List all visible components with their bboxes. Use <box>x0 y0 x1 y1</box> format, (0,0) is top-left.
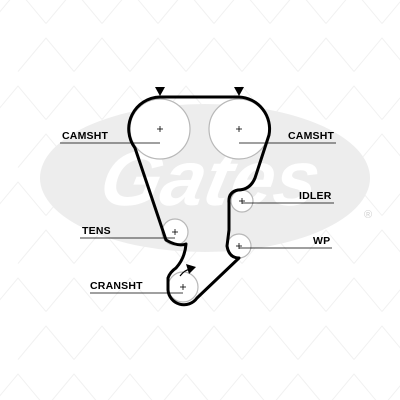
watermark-ellipse <box>40 104 370 252</box>
background-triangle <box>101 277 159 312</box>
watermark-brand-text: Gates <box>93 135 328 222</box>
background-triangle <box>17 229 75 264</box>
background-triangle <box>163 373 209 400</box>
background-triangle <box>241 37 299 72</box>
background-triangle <box>381 97 400 120</box>
label-crankshaft: CRANSHT <box>90 280 143 292</box>
background-triangle <box>17 325 75 360</box>
timing-belt <box>127 95 272 307</box>
background-triangle <box>185 37 243 72</box>
background-triangle <box>325 85 383 120</box>
background-triangle <box>51 373 97 400</box>
leader-lines <box>60 142 336 294</box>
label-camshaft-left: CAMSHT <box>62 130 108 142</box>
background-triangle <box>157 0 215 24</box>
background-triangle <box>0 0 47 24</box>
background-triangle <box>275 373 321 400</box>
background-triangle <box>325 0 383 24</box>
background-triangle <box>73 37 131 72</box>
label-water-pump: WP <box>313 235 330 247</box>
background-triangle <box>73 325 131 360</box>
camshaft-right-timing-mark-icon <box>234 87 244 96</box>
background-triangle <box>129 37 187 72</box>
background-triangle <box>241 325 299 360</box>
background-triangle <box>353 229 400 264</box>
gates-watermark: Gates ® <box>40 104 372 252</box>
background-triangle <box>269 85 327 120</box>
background-triangle <box>213 277 271 312</box>
background-triangle <box>0 277 47 312</box>
background-triangle <box>297 229 355 264</box>
background-triangle <box>269 0 327 24</box>
crosshair-icon <box>157 126 163 132</box>
crosshair-icon <box>236 126 242 132</box>
background-triangle <box>381 1 400 24</box>
background-triangle <box>213 0 271 24</box>
background-triangle <box>101 0 159 24</box>
background-triangle <box>353 325 400 360</box>
background-triangle <box>185 325 243 360</box>
background-triangle <box>381 289 400 312</box>
background-triangle <box>45 85 103 120</box>
background-triangle <box>269 277 327 312</box>
background-triangle <box>381 193 400 216</box>
background-triangle <box>17 37 75 72</box>
background-triangle <box>45 277 103 312</box>
background-triangle <box>297 37 355 72</box>
background-triangle <box>325 277 383 312</box>
crosshair-icon <box>180 284 186 290</box>
label-tensioner: TENS <box>82 225 111 237</box>
crosshair-icon <box>172 229 178 235</box>
background-triangle <box>107 373 153 400</box>
background-triangle <box>0 373 41 400</box>
background-triangle <box>0 85 47 120</box>
background-triangle <box>297 325 355 360</box>
background-triangle <box>353 37 400 72</box>
watermark-registered-mark: ® <box>364 209 372 221</box>
background-triangle <box>219 373 265 400</box>
background-triangle <box>387 385 400 400</box>
rotation-arrow-icon <box>179 269 193 277</box>
background-triangle <box>353 133 400 168</box>
crankshaft-timing-mark-icon <box>186 264 196 274</box>
background-triangle <box>45 0 103 24</box>
background-triangle <box>0 181 47 216</box>
background-triangle <box>129 325 187 360</box>
label-idler: IDLER <box>299 190 332 202</box>
label-camshaft-right: CAMSHT <box>288 130 334 142</box>
background-triangle <box>331 373 377 400</box>
camshaft-left-timing-mark-icon <box>155 87 165 96</box>
